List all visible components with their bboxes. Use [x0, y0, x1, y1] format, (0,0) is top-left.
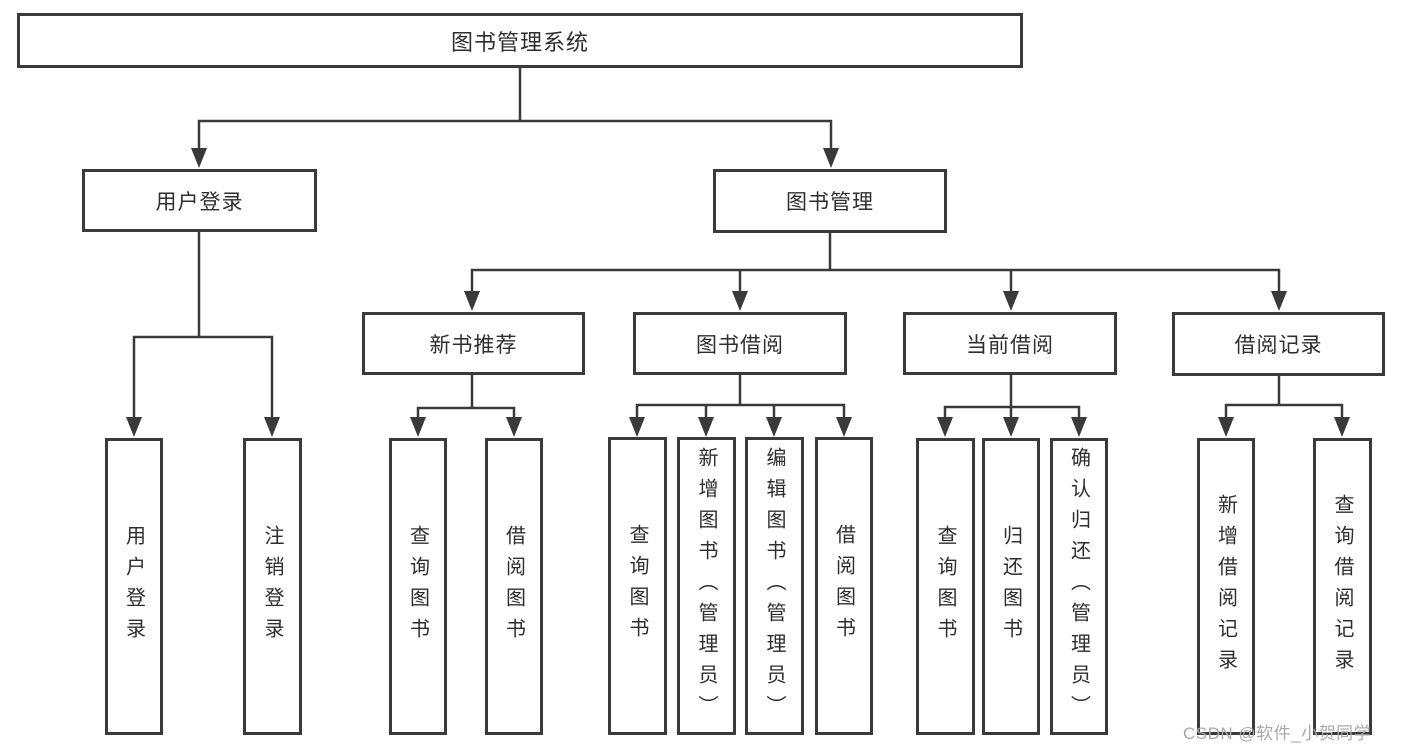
node-library-system: 图书管理系统 [17, 13, 1023, 68]
leaf-cb-return-books: 归还图书 [982, 438, 1040, 735]
leaf-bb-query-books: 查询图书 [608, 437, 667, 735]
leaf-logout: 注销登录 [243, 438, 302, 735]
leaf-nb-query-books: 查询图书 [389, 438, 447, 735]
node-book-management: 图书管理 [713, 169, 947, 233]
leaf-bb-add-books-admin: 新增图书（管理员） [677, 437, 736, 735]
node-book-borrowing: 图书借阅 [633, 312, 847, 375]
leaf-bb-borrow-books: 借阅图书 [815, 437, 873, 735]
node-new-book-recommend: 新书推荐 [362, 312, 585, 375]
leaf-br-query-record: 查询借阅记录 [1313, 438, 1372, 735]
leaf-nb-borrow-books: 借阅图书 [485, 438, 543, 735]
node-borrowing-records: 借阅记录 [1172, 312, 1385, 376]
leaf-br-add-record: 新增借阅记录 [1197, 438, 1255, 735]
leaf-user-login: 用户登录 [105, 438, 163, 735]
leaf-cb-query-books: 查询图书 [916, 438, 975, 735]
watermark: CSDN @软件_小贺同学 [1183, 724, 1372, 743]
leaf-cb-confirm-return-admin: 确认归还（管理员） [1050, 438, 1108, 735]
leaf-bb-edit-books-admin: 编辑图书（管理员） [745, 437, 804, 735]
node-user-login: 用户登录 [82, 169, 317, 232]
node-current-borrowing: 当前借阅 [903, 312, 1117, 375]
